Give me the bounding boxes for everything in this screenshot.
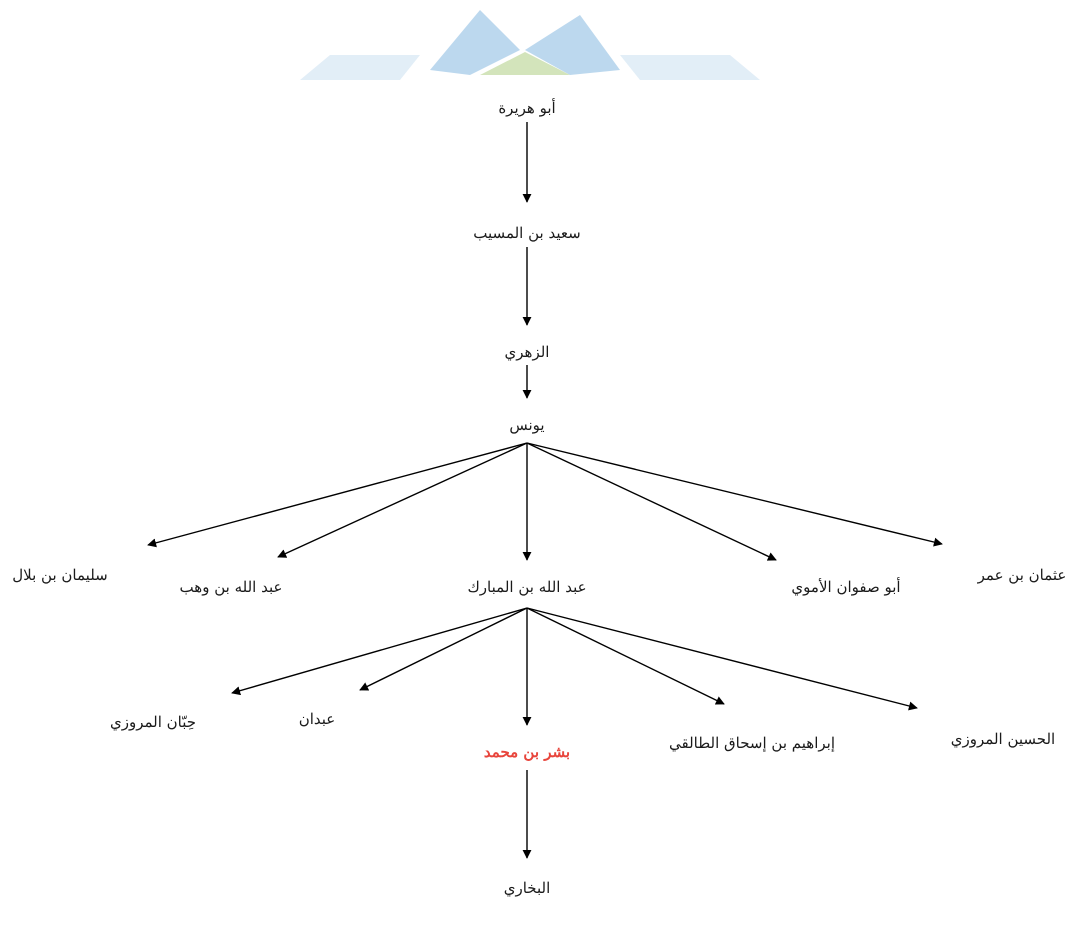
logo-segment-left <box>300 55 420 80</box>
edge-mubarak-to-ibrahim <box>526 607 725 705</box>
header-logo-decoration <box>300 10 760 80</box>
edge-mubarak-to-hibban <box>231 607 528 696</box>
node-abu-hurayra: أبو هريرة <box>498 99 556 117</box>
edge-yunus-to-uthman <box>526 442 943 547</box>
node-abdan: عبدان <box>298 710 336 728</box>
node-sulayman-ibn-bilal: سليمان بن بلال <box>12 566 108 584</box>
node-hibban-al-marwazi: حِبّان المروزي <box>109 713 197 731</box>
edge-yunus-to-ibn-wahb <box>277 442 528 558</box>
node-bishr-ibn-muhammad: بشر بن محمد <box>483 743 571 761</box>
node-abdullah-ibn-al-mubarak: عبد الله بن المبارك <box>467 578 587 596</box>
node-yunus: يونس <box>509 416 545 434</box>
node-bukhari: البخاري <box>503 879 551 897</box>
logo-segment-right <box>620 55 760 80</box>
logo-segment-blue-right <box>525 15 620 75</box>
node-ibrahim-ibn-ishaq: إبراهيم بن إسحاق الطالقي <box>668 734 836 752</box>
edge-yunus-to-sulayman <box>147 442 528 548</box>
node-al-husayn-al-marwazi: الحسين المروزي <box>950 730 1056 748</box>
node-abdullah-ibn-wahb: عبد الله بن وهب <box>179 578 283 596</box>
edge-mubarak-to-husayn <box>526 607 918 711</box>
logo-segment-blue-left <box>430 10 520 75</box>
node-uthman-ibn-umar: عثمان بن عمر <box>977 566 1067 584</box>
node-zuhri: الزهري <box>504 343 550 361</box>
edge-yunus-to-abu-safwan <box>526 442 777 561</box>
node-abu-safwan-al-umawi: أبو صفوان الأموي <box>791 578 901 596</box>
logo-segment-green <box>480 52 570 75</box>
node-saeed-ibn-al-musayyib: سعيد بن المسيب <box>473 224 581 242</box>
edge-mubarak-to-abdan <box>359 607 528 691</box>
